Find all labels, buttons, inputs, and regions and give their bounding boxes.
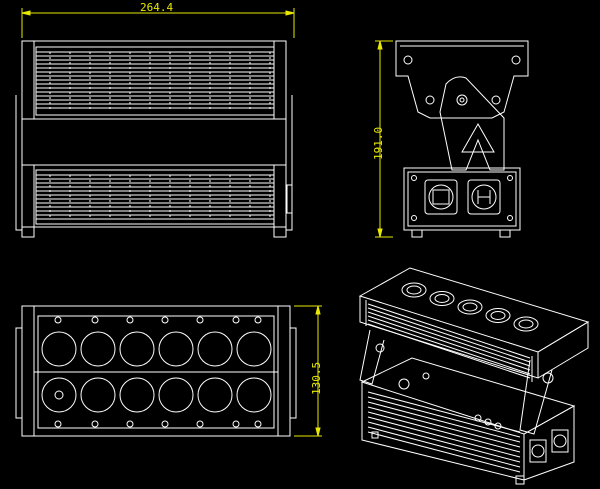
lens-inner	[462, 302, 478, 312]
screw-head	[196, 316, 204, 324]
fin-line	[367, 311, 531, 367]
screw-head	[254, 420, 262, 428]
screw-head	[161, 420, 169, 428]
height-dimension-label: 191.0	[372, 127, 385, 160]
base-fin-line	[367, 391, 521, 433]
width-dimension	[21, 8, 295, 38]
base-fin-line	[367, 426, 521, 468]
screw-head	[126, 420, 134, 428]
fin-line	[367, 307, 531, 363]
lens	[513, 316, 539, 332]
base-fin-line	[367, 416, 521, 458]
led-lens	[119, 377, 155, 413]
screw-head	[254, 316, 262, 324]
led-lens	[236, 331, 272, 367]
base-fin-line	[367, 406, 521, 448]
depth-dimension-label: 130.5	[310, 362, 323, 395]
fin-line	[367, 323, 531, 379]
lens-inner	[490, 311, 506, 320]
led-lens	[197, 377, 233, 413]
screw-head	[54, 316, 62, 324]
lens-inner	[434, 294, 450, 303]
base-fin-line	[367, 411, 521, 453]
screw-head	[232, 316, 240, 324]
led-center-mark	[54, 390, 64, 400]
base-fin-line	[367, 421, 521, 463]
screw-head	[91, 420, 99, 428]
led-lens	[80, 377, 116, 413]
screw-head	[161, 316, 169, 324]
height-dimension	[375, 40, 393, 238]
led-lens	[197, 331, 233, 367]
led-lens	[158, 331, 194, 367]
depth-dimension	[294, 305, 322, 437]
top-view	[15, 305, 297, 437]
screw-head	[54, 420, 62, 428]
fin-line	[367, 315, 531, 371]
front-view	[15, 40, 293, 238]
base-fin-line	[367, 401, 521, 443]
led-lens	[80, 331, 116, 367]
lens	[401, 282, 427, 298]
led-lens	[41, 331, 77, 367]
screw-head	[91, 316, 99, 324]
lens-inner	[406, 285, 422, 295]
fin-line	[367, 319, 531, 375]
led-lens	[158, 377, 194, 413]
led-lens	[41, 377, 77, 413]
fin-line	[367, 303, 531, 359]
lens-inner	[518, 319, 534, 329]
base-fin-line	[367, 396, 521, 438]
lens	[429, 291, 455, 306]
led-lens	[236, 377, 272, 413]
lens	[485, 308, 511, 323]
screw-head	[196, 420, 204, 428]
lens	[457, 299, 483, 315]
screw-head	[232, 420, 240, 428]
side-view	[395, 40, 529, 238]
base-fin-line	[367, 431, 521, 473]
isometric-view	[358, 267, 590, 485]
screw-head	[126, 316, 134, 324]
width-dimension-label: 264.4	[140, 1, 173, 14]
led-lens	[119, 331, 155, 367]
